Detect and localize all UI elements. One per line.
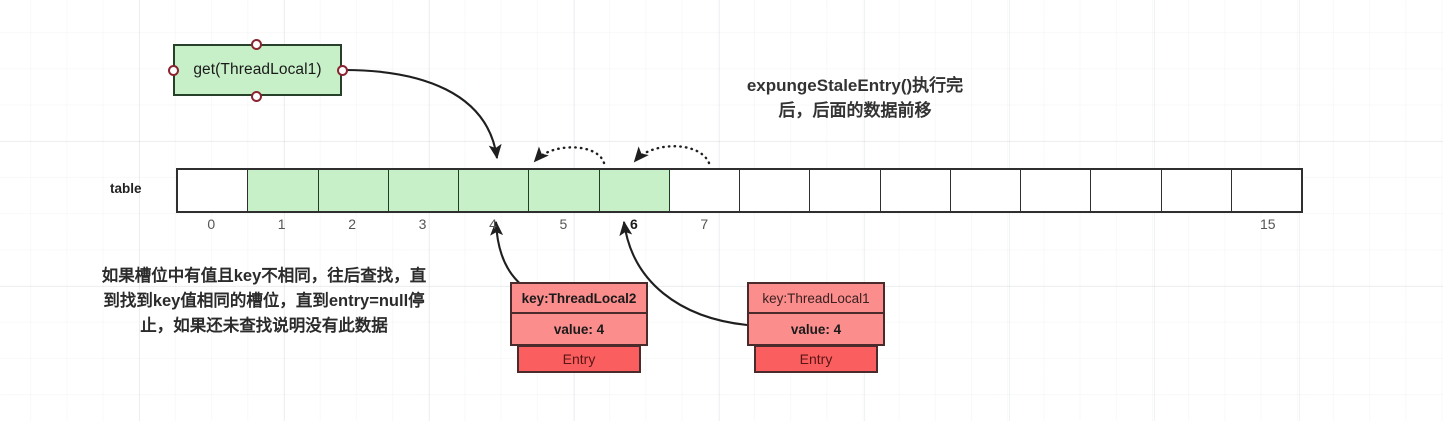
table-index-label-9 xyxy=(810,216,880,232)
table-slot-3[interactable] xyxy=(388,170,459,211)
lookup-note-line-2: 到找到key值相同的槽位，直到entry=null停 xyxy=(103,291,425,310)
table-index-label-15: 15 xyxy=(1259,216,1276,232)
table-index-label-14 xyxy=(1162,216,1232,232)
connector-dot-left[interactable] xyxy=(167,64,179,76)
table-slot-4[interactable] xyxy=(459,170,530,211)
get-threadlocal-label: get(ThreadLocal1) xyxy=(193,61,322,78)
diagram-heading: expungeStaleEntry()执行完 后，后面的数据前移 xyxy=(685,74,1025,123)
table-index-label-0: 0 xyxy=(207,216,216,232)
table-index-label-5: 5 xyxy=(559,216,568,232)
entry-type: Entry xyxy=(754,345,878,373)
lookup-arrow xyxy=(343,68,502,160)
entry-card-threadlocal1[interactable]: key:ThreadLocal1 value: 4 Entry xyxy=(747,282,885,373)
table-slot-11[interactable] xyxy=(950,170,1021,211)
lookup-note-line-1: 如果槽位中有值且key不相同，往后查找，直 xyxy=(101,267,427,285)
table-slot-15[interactable] xyxy=(1231,170,1301,211)
table-slot-8[interactable] xyxy=(740,170,811,211)
table-index-label-10 xyxy=(880,216,950,232)
entry-key: key:ThreadLocal1 xyxy=(747,282,885,314)
table-index-label-2: 2 xyxy=(348,216,356,232)
table-index-label-3: 3 xyxy=(418,216,427,232)
table-index-label-4: 4 xyxy=(489,216,497,232)
connector-dot-right[interactable] xyxy=(336,64,348,76)
table-index-label-13 xyxy=(1092,216,1162,232)
entry-card-threadlocal2[interactable]: key:ThreadLocal2 value: 4 Entry xyxy=(510,282,648,373)
table-slot-13[interactable] xyxy=(1091,170,1162,211)
lookup-note-line-3: 止，如果还未查找说明没有此数据 xyxy=(140,316,388,335)
lookup-note: 如果槽位中有值且key不相同，往后查找，直 到找到key值相同的槽位，直到ent… xyxy=(44,264,484,338)
entry-key: key:ThreadLocal2 xyxy=(510,282,648,314)
table-index-label-12 xyxy=(1021,216,1091,232)
table-slot-6[interactable] xyxy=(599,170,670,211)
table-slot-9[interactable] xyxy=(810,170,881,211)
table-label: table xyxy=(110,181,142,196)
table-slots xyxy=(176,168,1303,213)
table-slot-12[interactable] xyxy=(1021,170,1092,211)
heading-line-2: 后，后面的数据前移 xyxy=(778,100,932,120)
entry-value: value: 4 xyxy=(510,314,648,346)
connector-dot-bottom[interactable] xyxy=(251,90,262,102)
table-index-label-8 xyxy=(740,216,810,232)
table-index-label-11 xyxy=(951,216,1021,232)
shift-arc-7-to-6 xyxy=(633,145,711,165)
table-slot-1[interactable] xyxy=(248,170,319,211)
table-index-label-1: 1 xyxy=(277,216,286,232)
table-slot-14[interactable] xyxy=(1161,170,1232,211)
table-slot-0[interactable] xyxy=(178,170,249,211)
table-index-label-7: 7 xyxy=(700,216,709,232)
table-slot-7[interactable] xyxy=(669,170,740,211)
shift-arc-6-to-5 xyxy=(533,146,606,165)
table-index-label-6: 6 xyxy=(629,216,638,232)
table-slot-2[interactable] xyxy=(318,170,389,211)
heading-line-1: expungeStaleEntry()执行完 xyxy=(746,76,964,95)
table-slot-10[interactable] xyxy=(880,170,951,211)
connector-dot-top[interactable] xyxy=(251,38,262,50)
table-slot-5[interactable] xyxy=(529,170,600,211)
table-index-labels: 0 1 2 3 4 5 6 7 15 xyxy=(176,216,1303,232)
entry-value: value: 4 xyxy=(747,314,885,346)
get-threadlocal-box[interactable]: get(ThreadLocal1) xyxy=(173,44,342,96)
entry-type: Entry xyxy=(517,345,641,373)
